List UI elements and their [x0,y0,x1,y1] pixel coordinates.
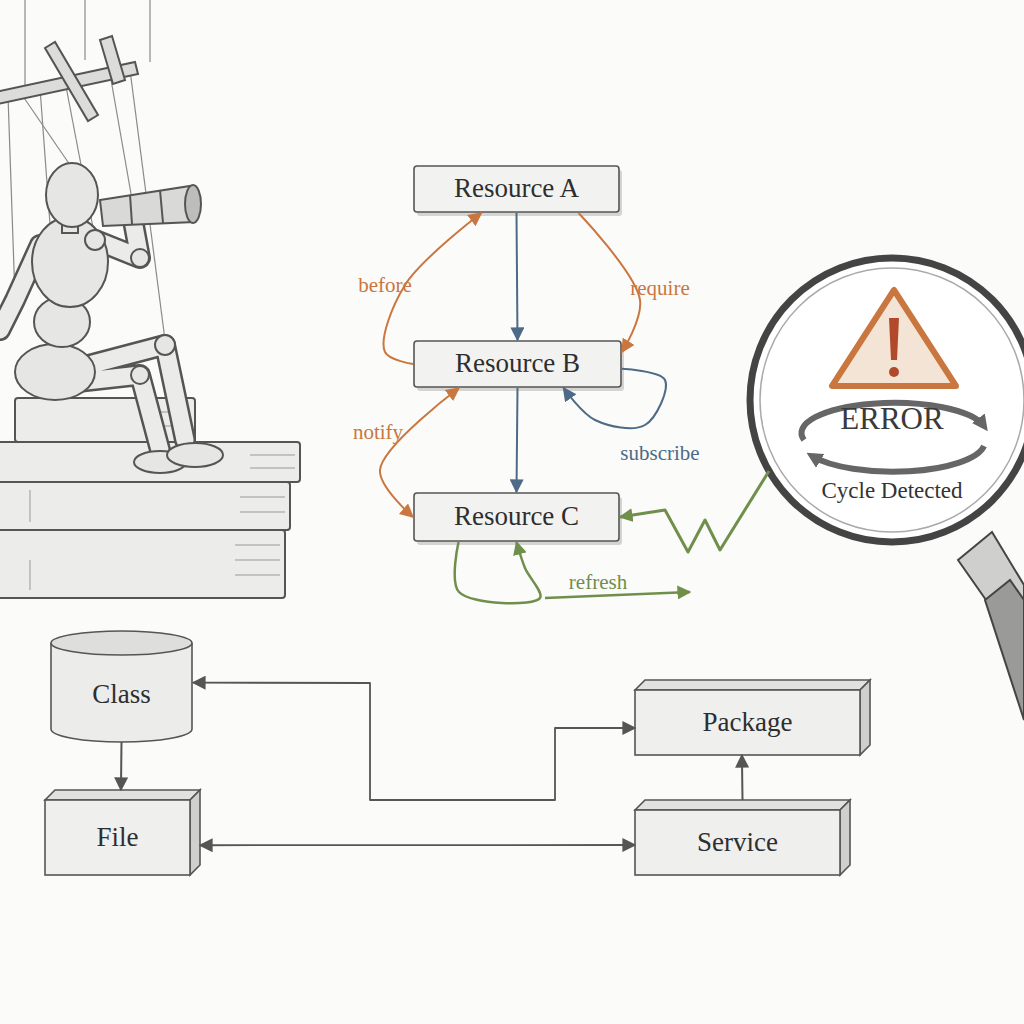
dependency-arrow [563,369,665,428]
node-text-box: Service [635,810,840,875]
box-front-face [635,690,860,755]
node-text-box: Resource A [413,165,620,213]
book-stack [240,497,285,498]
edge-label: require [630,276,689,301]
wooden-mannequin [46,163,98,227]
box-front-face [45,800,190,875]
telescope [100,186,194,226]
cylinder-body [51,643,192,742]
wooden-mannequin [15,163,223,473]
dependency-arrow [620,471,769,552]
book-stack [30,560,31,590]
book-stack [0,482,290,530]
node-text-box: Resource B [413,340,622,388]
error-message: Cycle Detected [742,478,1024,503]
node-outline [742,250,1024,550]
book-stack [0,530,285,598]
puppet-control-bar [45,42,98,121]
node-label: Package [703,708,793,738]
node-label: Resource B [455,349,580,379]
box-side-face [190,790,200,875]
box-side-face [860,680,870,755]
resource-node: Package [635,680,870,755]
puppet-control-bar [100,36,125,84]
dependency-arrow [517,388,518,492]
node-text-box: File [45,800,190,875]
wooden-mannequin [0,163,223,473]
resource-node: Resource C [413,492,620,542]
book-stack [235,560,280,561]
puppet-strings [8,96,15,298]
dependency-arrow [741,755,744,800]
wooden-mannequin [131,366,149,384]
dependency-arrow [193,683,635,800]
wooden-mannequin [0,215,185,450]
box-top-face [45,790,200,800]
resource-node: Service [635,800,850,875]
warning-mark [889,318,899,360]
warning-dot [889,367,899,377]
node-label: Resource C [454,502,579,532]
puppet-strings [84,0,85,60]
edge-label: refresh [569,570,627,595]
book-stack [235,575,280,576]
node-label: Class [92,680,151,710]
dependency-arrow [455,542,541,603]
dependency-arrow [517,213,518,340]
warning-triangle [832,290,956,386]
dependency-arrow [380,388,459,517]
telescope [160,190,163,223]
wooden-mannequin [167,443,223,467]
error-heading: ERROR [742,402,1024,436]
book-stack [240,512,285,513]
book-stack [250,455,295,456]
edge-label: before [358,273,412,298]
node-text-box: Class [50,656,193,734]
resource-box [414,341,621,387]
magnifier-node: ERROR Cycle Detected [742,250,1024,550]
puppet-strings [24,0,25,88]
telescope [185,185,201,223]
resource-node: Resource B [413,340,622,388]
class-cylinder: Class [50,630,193,742]
book-stack [250,468,295,469]
telescope [130,195,132,224]
resource-node: File [45,790,200,875]
wooden-mannequin [131,249,149,267]
telescope [100,185,201,226]
box-top-face [635,680,870,690]
wooden-mannequin [15,344,95,400]
node-label: File [96,823,138,853]
resource-box [414,166,619,212]
resource-box [414,493,619,541]
puppet-strings [149,0,150,62]
resource-node: Resource A [413,165,620,213]
magnifier-handle [985,580,1024,720]
wooden-mannequin [0,215,185,450]
node-text-box: Package [635,690,860,755]
edge-label: notify [353,420,403,445]
node-label: Resource A [454,174,579,204]
cycle-arrow [812,446,984,472]
wooden-mannequin [85,230,105,250]
book-stack [235,545,280,546]
book-stack [30,490,31,522]
dependency-arrow [120,742,123,790]
node-text-box: Resource C [413,492,620,542]
box-side-face [840,800,850,875]
node-label: Service [697,828,778,858]
edge-label: subscribe [620,441,699,466]
magnifier-handle [958,532,1024,720]
cylinder-top [51,631,192,655]
box-front-face [635,810,840,875]
wooden-mannequin [155,335,175,355]
box-top-face [635,800,850,810]
puppet-strings [8,0,165,360]
dependency-arrow [200,844,635,846]
puppet-control-bar [0,36,138,121]
